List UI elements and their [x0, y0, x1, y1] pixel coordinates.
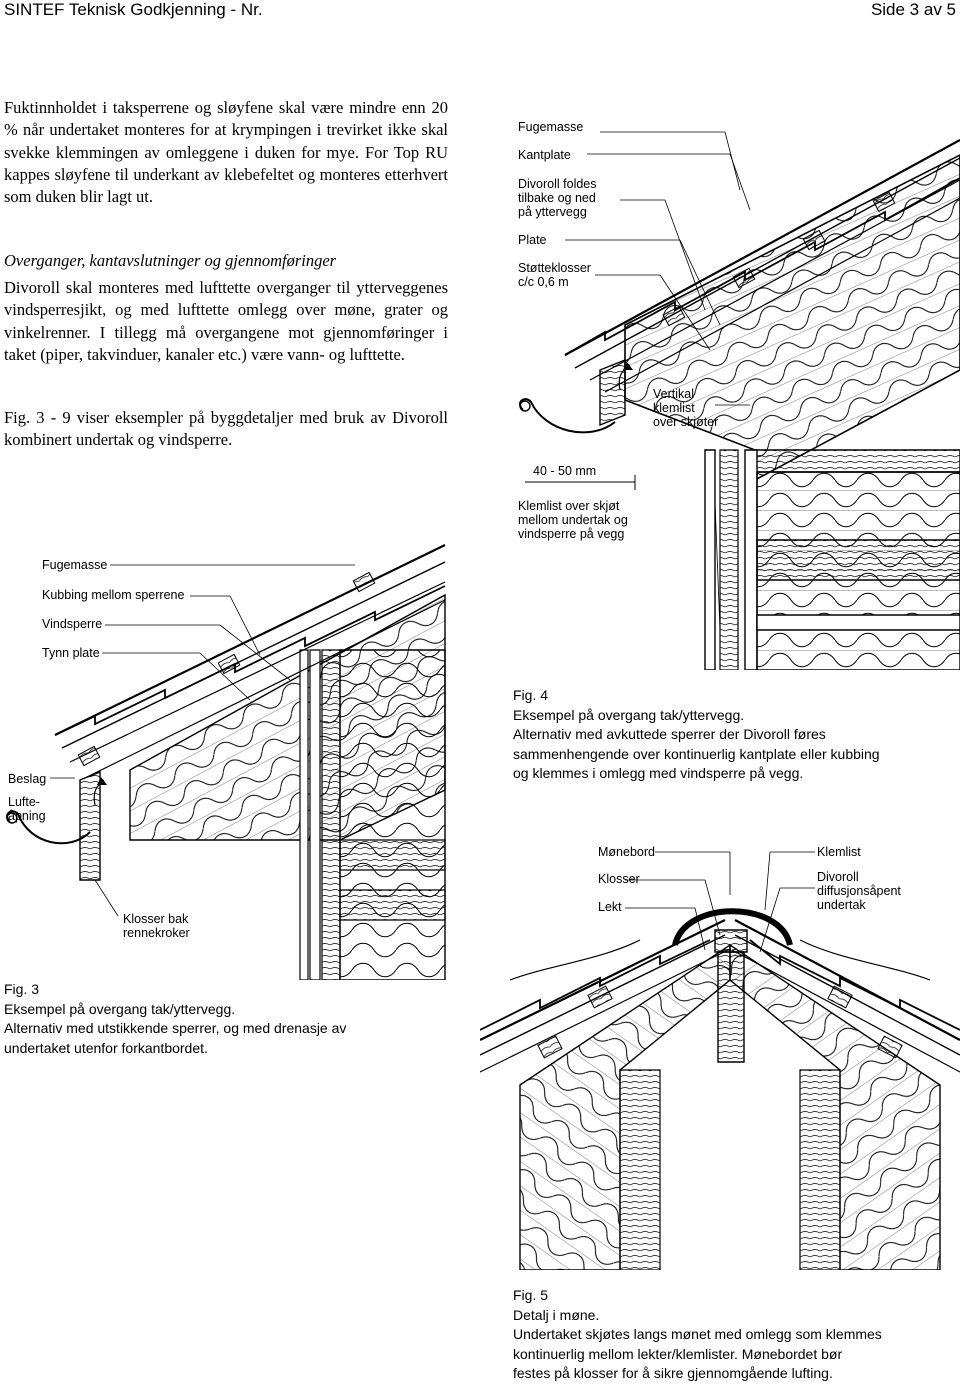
paragraph-figure-reference: Fig. 3 - 9 viser eksempler på byggdetalj… — [4, 408, 448, 450]
label-vertikal-klemlist: Vertikal klemlist over skjøter — [653, 387, 719, 429]
label-divoroll-undertak: Divoroll diffusjonsåpent undertak — [817, 870, 901, 912]
fig3-caption: Fig. 3 Eksempel på overgang tak/ytterveg… — [4, 980, 444, 1058]
fig4-caption: Fig. 4 Eksempel på overgang tak/ytterveg… — [513, 686, 958, 784]
label-monebord: Mønebord — [598, 845, 655, 859]
label-beslag: Beslag — [8, 772, 47, 786]
fig3-caption-title: Fig. 3 — [4, 981, 40, 997]
header-title: SINTEF Teknisk Godkjenning - Nr. — [4, 0, 263, 19]
label-stotteklosser: Støtteklosser c/c 0,6 m — [518, 261, 591, 289]
label-tynn-plate: Tynn plate — [42, 646, 100, 660]
label-klemlist-skjot: Klemlist over skjøt mellom undertak og v… — [518, 499, 628, 541]
page-number: Side 3 av 5 — [870, 0, 956, 19]
paragraph-transitions: Divoroll skal monteres med lufttette ove… — [4, 278, 448, 364]
label-vindsperre: Vindsperre — [42, 617, 103, 631]
label-lekt: Lekt — [598, 900, 622, 914]
fig4-drawing — [505, 70, 960, 670]
label-klemlist: Klemlist — [817, 845, 861, 859]
paragraph-moisture: Fuktinnholdet i taksperrene og sløyfene … — [4, 98, 448, 207]
section-heading: Overganger, kantavslutninger og gjennomf… — [4, 251, 337, 270]
fig5-drawing — [480, 840, 960, 1270]
label-kantplate: Kantplate — [518, 148, 571, 162]
label-fugemasse-3: Fugemasse — [42, 558, 108, 572]
fig3-drawing — [0, 540, 450, 980]
fig5-caption: Fig. 5 Detalj i møne. Undertaket skjøtes… — [513, 1286, 958, 1384]
label-klosser-bak: Klosser bak rennekroker — [123, 912, 190, 940]
label-dimension: 40 - 50 mm — [533, 464, 597, 478]
fig5-caption-title: Fig. 5 — [513, 1287, 549, 1303]
label-klosser: Klosser — [598, 872, 640, 886]
label-plate: Plate — [518, 233, 547, 247]
fig4-caption-title: Fig. 4 — [513, 687, 549, 703]
label-fugemasse: Fugemasse — [518, 120, 584, 134]
label-divoroll-foldes: Divoroll foldes tilbake og ned på ytterv… — [518, 177, 597, 219]
label-lufteapning: Lufte- åpning — [8, 795, 46, 823]
label-kubbing: Kubbing mellom sperrene — [42, 588, 185, 602]
